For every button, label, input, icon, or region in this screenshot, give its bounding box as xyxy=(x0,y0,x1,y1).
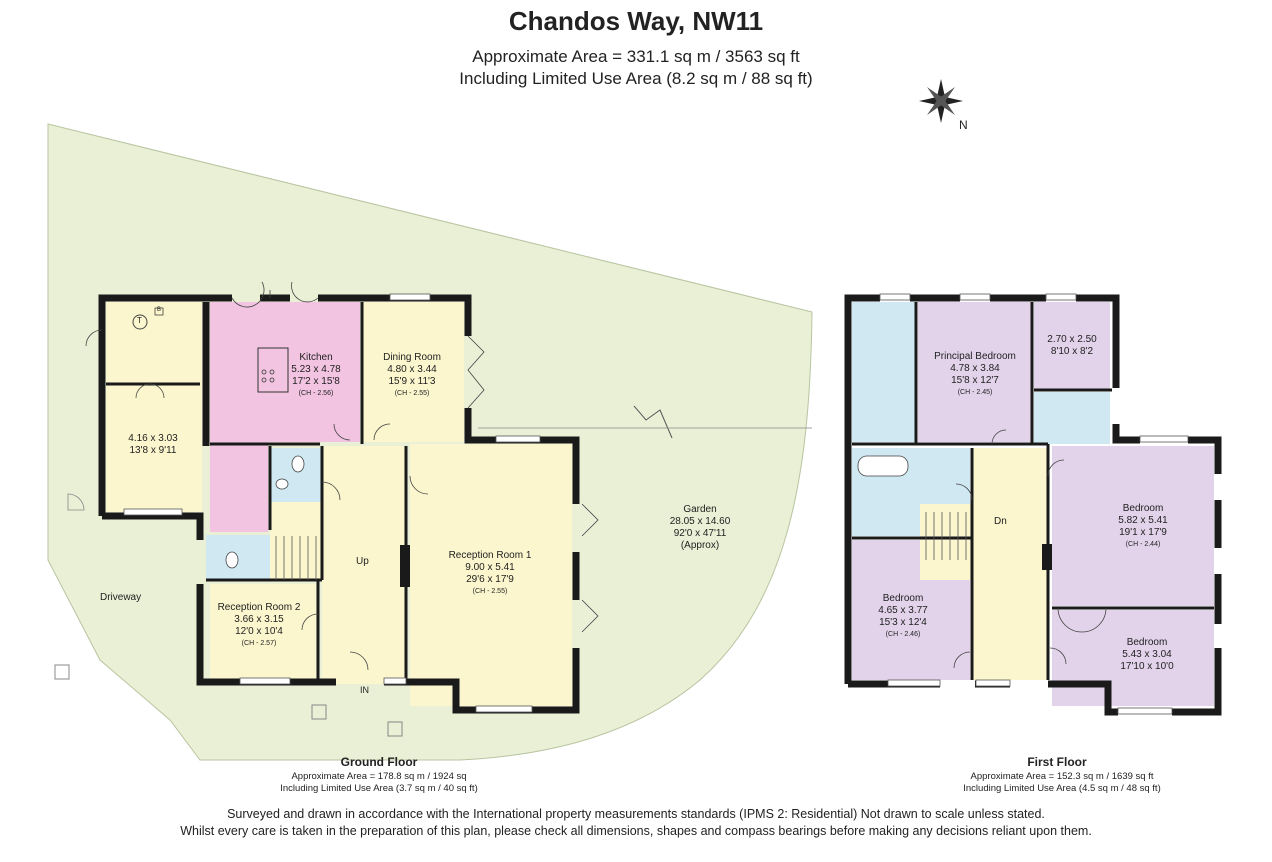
gf-wall-outer xyxy=(98,294,232,516)
dining-label: Dining Room 4.80 x 3.44 15'9 x 11'3 (CH … xyxy=(383,352,441,397)
bedroom-bottom-label: Bedroom 5.43 x 3.04 17'10 x 10'0 xyxy=(1120,637,1174,672)
ground-floor-limited: Including Limited Use Area (3.7 sq m / 4… xyxy=(280,783,478,794)
dining-room xyxy=(362,302,464,442)
stairwell xyxy=(920,504,976,580)
principal-bedroom xyxy=(918,302,1032,442)
ground-floor-title: Ground Floor xyxy=(340,755,418,769)
reception-2-label: Reception Room 2 3.66 x 3.15 12'0 x 10'4… xyxy=(217,602,301,647)
small-room xyxy=(1034,302,1110,390)
garage-label: 4.16 x 3.03 13'8 x 9'11 xyxy=(128,433,178,456)
plan-title: Chandos Way, NW11 xyxy=(508,6,764,36)
compass-icon xyxy=(919,79,963,123)
ground-floor-area: Approximate Area = 178.8 sq m / 1924 sq xyxy=(291,771,467,782)
bedroom-left-label: Bedroom 4.65 x 3.77 15'3 x 12'4 (CH - 2.… xyxy=(878,593,928,638)
bedroom-bottom xyxy=(1052,610,1214,706)
kitchen-lower xyxy=(210,442,268,532)
reception-2-room xyxy=(210,584,316,680)
garage-room xyxy=(106,302,202,512)
entrance-label: IN xyxy=(360,685,369,695)
hall-area xyxy=(322,446,406,684)
first-floor-limited: Including Limited Use Area (4.5 sq m / 4… xyxy=(963,783,1161,794)
ensuite-left xyxy=(852,302,916,442)
first-floor-title: First Floor xyxy=(1027,755,1087,769)
kitchen-label: Kitchen 5.23 x 4.78 17'2 x 15'8 (CH - 2.… xyxy=(291,352,341,397)
total-area: Approximate Area = 331.1 sq m / 3563 sq … xyxy=(472,47,800,66)
boiler-icon xyxy=(132,314,148,330)
up-label: Up xyxy=(356,556,369,567)
small-room-label: 2.70 x 2.50 8'10 x 8'2 xyxy=(1047,334,1097,357)
garden-label: Garden 28.05 x 14.60 92'0 x 47'11 (Appro… xyxy=(669,504,731,551)
first-floor-area: Approximate Area = 152.3 sq m / 1639 sq … xyxy=(970,771,1154,782)
bedroom-right-label: Bedroom 5.82 x 5.41 19'1 x 17'9 (CH - 2.… xyxy=(1118,503,1168,548)
compass-label: N xyxy=(959,118,968,132)
limited-area: Including Limited Use Area (8.2 sq m / 8… xyxy=(459,69,813,88)
stair-area xyxy=(270,502,322,582)
b-label: B xyxy=(157,307,162,313)
driveway-label: Driveway xyxy=(100,592,142,603)
boiler-label: T xyxy=(137,316,142,325)
down-label: Dn xyxy=(994,516,1007,527)
landing xyxy=(972,448,1048,680)
bedroom-right xyxy=(1052,446,1214,606)
footer-line-1: Surveyed and drawn in accordance with th… xyxy=(227,807,1045,821)
footer-line-2: Whilst every care is taken in the prepar… xyxy=(180,824,1092,838)
reception-1-label: Reception Room 1 9.00 x 5.41 29'6 x 17'9… xyxy=(448,550,532,595)
reception-1-room xyxy=(410,444,572,706)
ensuite-right xyxy=(1034,392,1110,444)
principal-bedroom-label: Principal Bedroom 4.78 x 3.84 15'8 x 12'… xyxy=(934,351,1016,396)
ff-wall-outer xyxy=(844,294,880,684)
